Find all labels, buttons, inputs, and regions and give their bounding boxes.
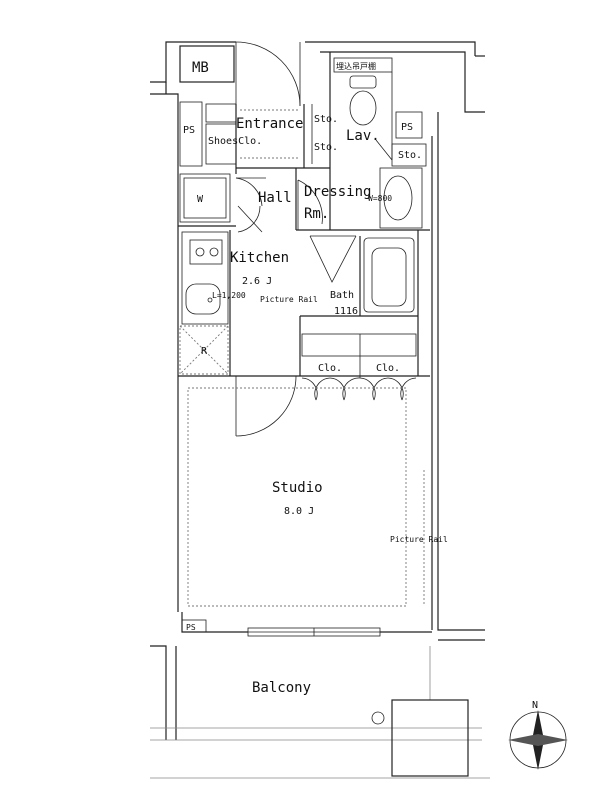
balcony-structure [150, 645, 490, 779]
recess-shelf-label: 埋込吊戸棚 [336, 61, 376, 71]
studio-picture-rail [187, 387, 407, 607]
hall-label: Hall [258, 190, 292, 206]
ps-left-label: PS [183, 125, 195, 136]
entrance-label: Entrance [236, 116, 303, 132]
vanity-width-label: W=800 [368, 194, 392, 203]
bath-label: Bath [330, 290, 354, 301]
picture-rail-upper-label: Picture Rail [260, 295, 318, 304]
meter-box: MB [179, 45, 235, 83]
studio-label: Studio [272, 480, 323, 496]
lavatory: 埋込吊戸棚 PS [333, 57, 427, 167]
dressing-label-line1: Dressing [304, 184, 371, 200]
counter-length-label: L=1,200 [212, 291, 246, 300]
ps-right-label: PS [401, 122, 413, 133]
studio-door[interactable] [235, 375, 297, 437]
vanity [379, 167, 423, 229]
dressing-door[interactable] [297, 179, 323, 230]
entrance-door[interactable] [235, 41, 301, 107]
compass-icon: N [508, 700, 568, 770]
washer-space: W [179, 173, 231, 223]
lav-label: Lav. [346, 128, 380, 144]
kitchen-fixtures [181, 231, 229, 325]
hall-door[interactable] [235, 177, 266, 233]
clo-label-2: Clo. [376, 363, 400, 374]
sto-label-2: Sto. [314, 142, 338, 153]
interior-walls: PS [178, 52, 430, 377]
shoes-clo-label: ShoesClo. [208, 136, 262, 147]
dressing-label-line2: Rm. [304, 206, 329, 222]
kitchen-size-label: 2.6 J [242, 276, 272, 287]
bath-fixtures [309, 235, 415, 313]
fridge-space: R [179, 325, 229, 375]
kitchen-label: Kitchen [230, 250, 289, 266]
exterior-walls [150, 41, 485, 641]
w-mark-label: W [197, 194, 204, 205]
mb-label: MB [192, 60, 209, 76]
balcony-label: Balcony [252, 680, 311, 696]
sto-label-1: Sto. [314, 114, 338, 125]
clo-label-1: Clo. [318, 363, 342, 374]
closets [301, 333, 417, 401]
balcony-window[interactable]: PS [181, 619, 381, 637]
picture-rail-lower-label: Picture Rail [390, 535, 448, 544]
bath-size-label: 1116 [334, 306, 358, 317]
ps-bottom-label: PS [186, 623, 196, 632]
sto-label-3: Sto. [398, 150, 422, 161]
north-label: N [532, 700, 538, 711]
fridge-label: R [201, 346, 208, 357]
studio-size-label: 8.0 J [284, 506, 314, 517]
